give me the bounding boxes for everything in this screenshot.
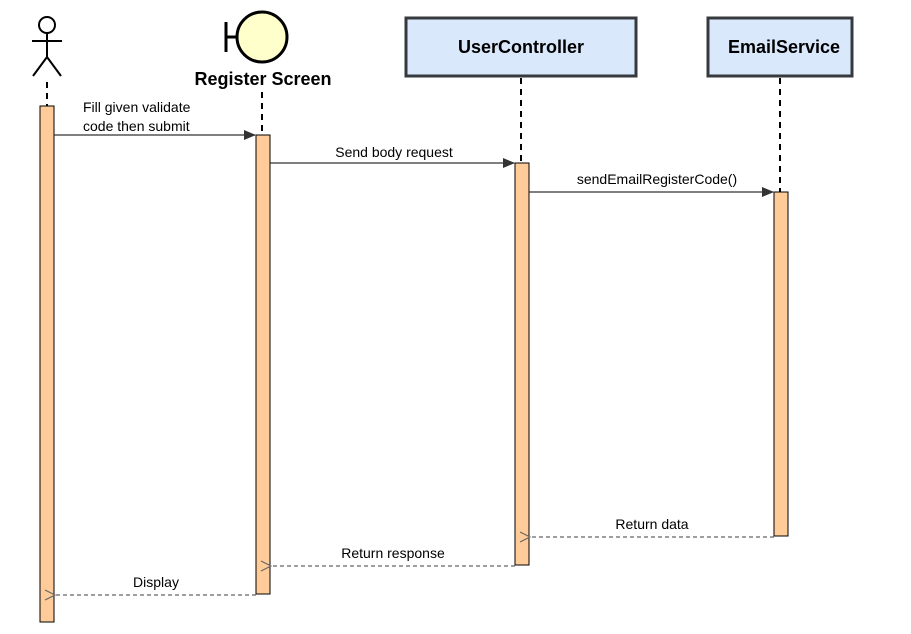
- return-response-label: Return response: [341, 545, 445, 561]
- return-data-label: Return data: [615, 516, 688, 532]
- fill-code-label-line2: code then submit: [83, 118, 190, 134]
- display-label: Display: [133, 574, 179, 590]
- send-email-label: sendEmailRegisterCode(): [577, 171, 737, 187]
- user-controller-box: [404, 16, 638, 78]
- register-screen-activation: [255, 134, 271, 595]
- email-service-label: EmailService: [728, 37, 840, 57]
- register-screen-label: Register Screen: [194, 69, 331, 89]
- actor-icon: [32, 16, 62, 77]
- user-controller-label: UserController: [458, 37, 584, 57]
- boundary-icon: [224, 10, 289, 64]
- email-service-box: [706, 16, 854, 78]
- actor-activation: [39, 105, 55, 623]
- user-controller-activation: [514, 162, 530, 566]
- email-service-activation: [773, 191, 789, 537]
- send-body-label: Send body request: [335, 144, 453, 160]
- fill-code-label-line1: Fill given validate: [83, 99, 191, 115]
